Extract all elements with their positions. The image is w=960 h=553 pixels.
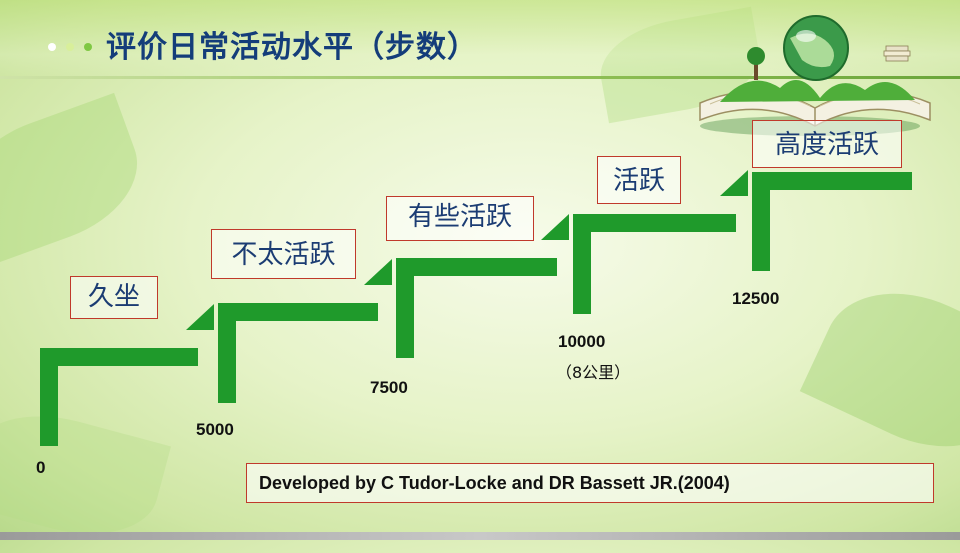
stair-step-bracket bbox=[752, 172, 912, 271]
stair-step-4 bbox=[573, 170, 748, 314]
stair-step-3 bbox=[396, 214, 569, 358]
stair-step-bracket bbox=[396, 258, 557, 358]
stair-step-bracket bbox=[40, 348, 198, 446]
level-label-highly-active: 高度活跃 bbox=[752, 120, 902, 168]
footer-bar bbox=[0, 532, 960, 540]
step-count-5000: 5000 bbox=[196, 420, 234, 439]
level-label-active: 活跃 bbox=[597, 156, 681, 204]
step-count-0: 0 bbox=[36, 458, 46, 477]
stair-step-arrowhead bbox=[720, 170, 748, 196]
level-label-somewhat-active: 有些活跃 bbox=[386, 196, 534, 241]
stair-step-arrowhead bbox=[541, 214, 569, 240]
stair-step-bracket bbox=[573, 214, 736, 314]
title-bullet-dots bbox=[48, 36, 97, 55]
dot-2 bbox=[66, 43, 75, 51]
stair-step-2 bbox=[218, 259, 392, 403]
slide-title: 评价日常活动水平（步数） bbox=[106, 30, 478, 65]
stair-step-bracket bbox=[218, 303, 378, 403]
stair-step-5 bbox=[752, 172, 912, 271]
dot-3 bbox=[84, 43, 93, 51]
stair-step-arrowhead bbox=[186, 304, 214, 330]
step-count-7500: 7500 bbox=[370, 378, 408, 397]
step-distance-note: （8公里） bbox=[556, 363, 631, 382]
stair-step-1 bbox=[40, 304, 214, 446]
level-label-sedentary: 久坐 bbox=[70, 276, 158, 319]
stair-step-arrowhead bbox=[364, 259, 392, 285]
source-credit: Developed by C Tudor-Locke and DR Basset… bbox=[246, 463, 934, 503]
step-count-12500: 12500 bbox=[732, 289, 780, 308]
level-label-low-active: 不太活跃 bbox=[211, 229, 356, 279]
step-count-10000: 10000 bbox=[558, 332, 606, 351]
activity-staircase bbox=[40, 170, 912, 446]
dot-1 bbox=[48, 43, 56, 51]
header-divider bbox=[0, 76, 960, 79]
